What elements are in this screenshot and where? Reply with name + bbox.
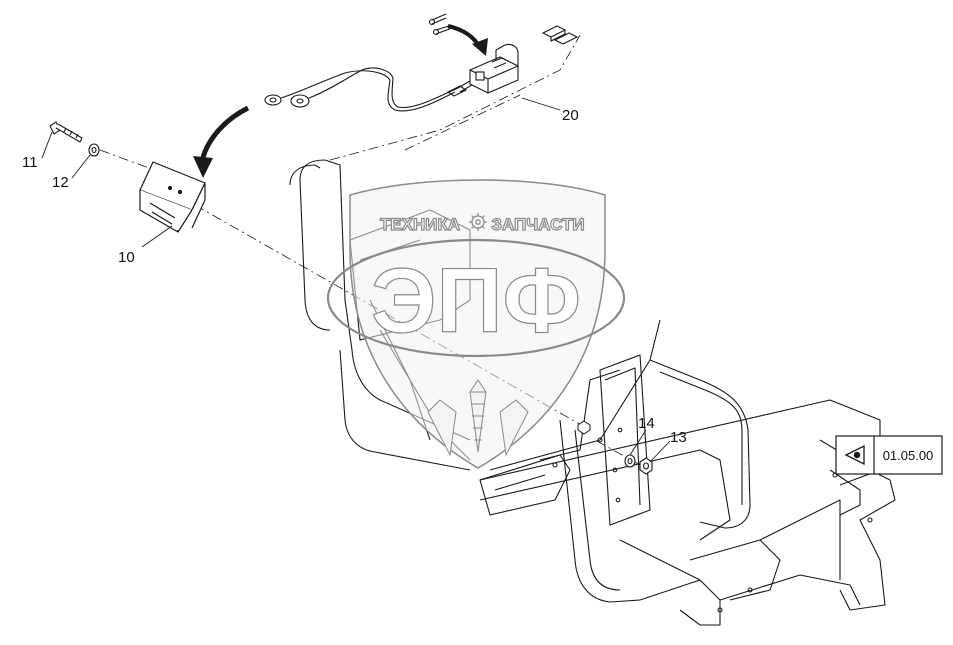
watermark-text-left: ТЕХНИКА [380,215,460,234]
watermark-text-right: ЗАПЧАСТИ [491,215,584,234]
part-13-nut [639,457,653,475]
watermark-logo-oval [326,238,626,358]
watermark-shield [349,179,606,469]
part-14-washer [624,454,636,468]
reference-view-label: 01.05.00 [883,448,934,463]
part-11-bolt [49,121,83,143]
callout-10: 10 [118,249,135,266]
callout-20: 20 [562,107,579,124]
eye-view-icon [844,444,865,466]
reference-view-box[interactable]: 01.05.00 [835,435,943,475]
part-10-module [139,161,206,233]
arrow-to-connector-icon [447,24,488,56]
callout-12: 12 [52,174,69,191]
watermark: ТЕХНИКА ЗАПЧАСТИ ЭПФ [326,179,626,469]
leader-lines [41,97,671,463]
watermark-wheat [427,379,529,457]
bolt-head-on-frame [577,420,591,435]
part-20-wiring-harness [264,13,579,112]
gear-icon [469,213,487,231]
callout-13: 13 [670,429,687,446]
part-12-washer [88,143,100,157]
callout-14: 14 [638,415,655,432]
arrow-to-part10-icon [193,105,250,178]
callout-11: 11 [22,154,38,171]
watermark-logo-text: ЭПФ [371,250,581,352]
